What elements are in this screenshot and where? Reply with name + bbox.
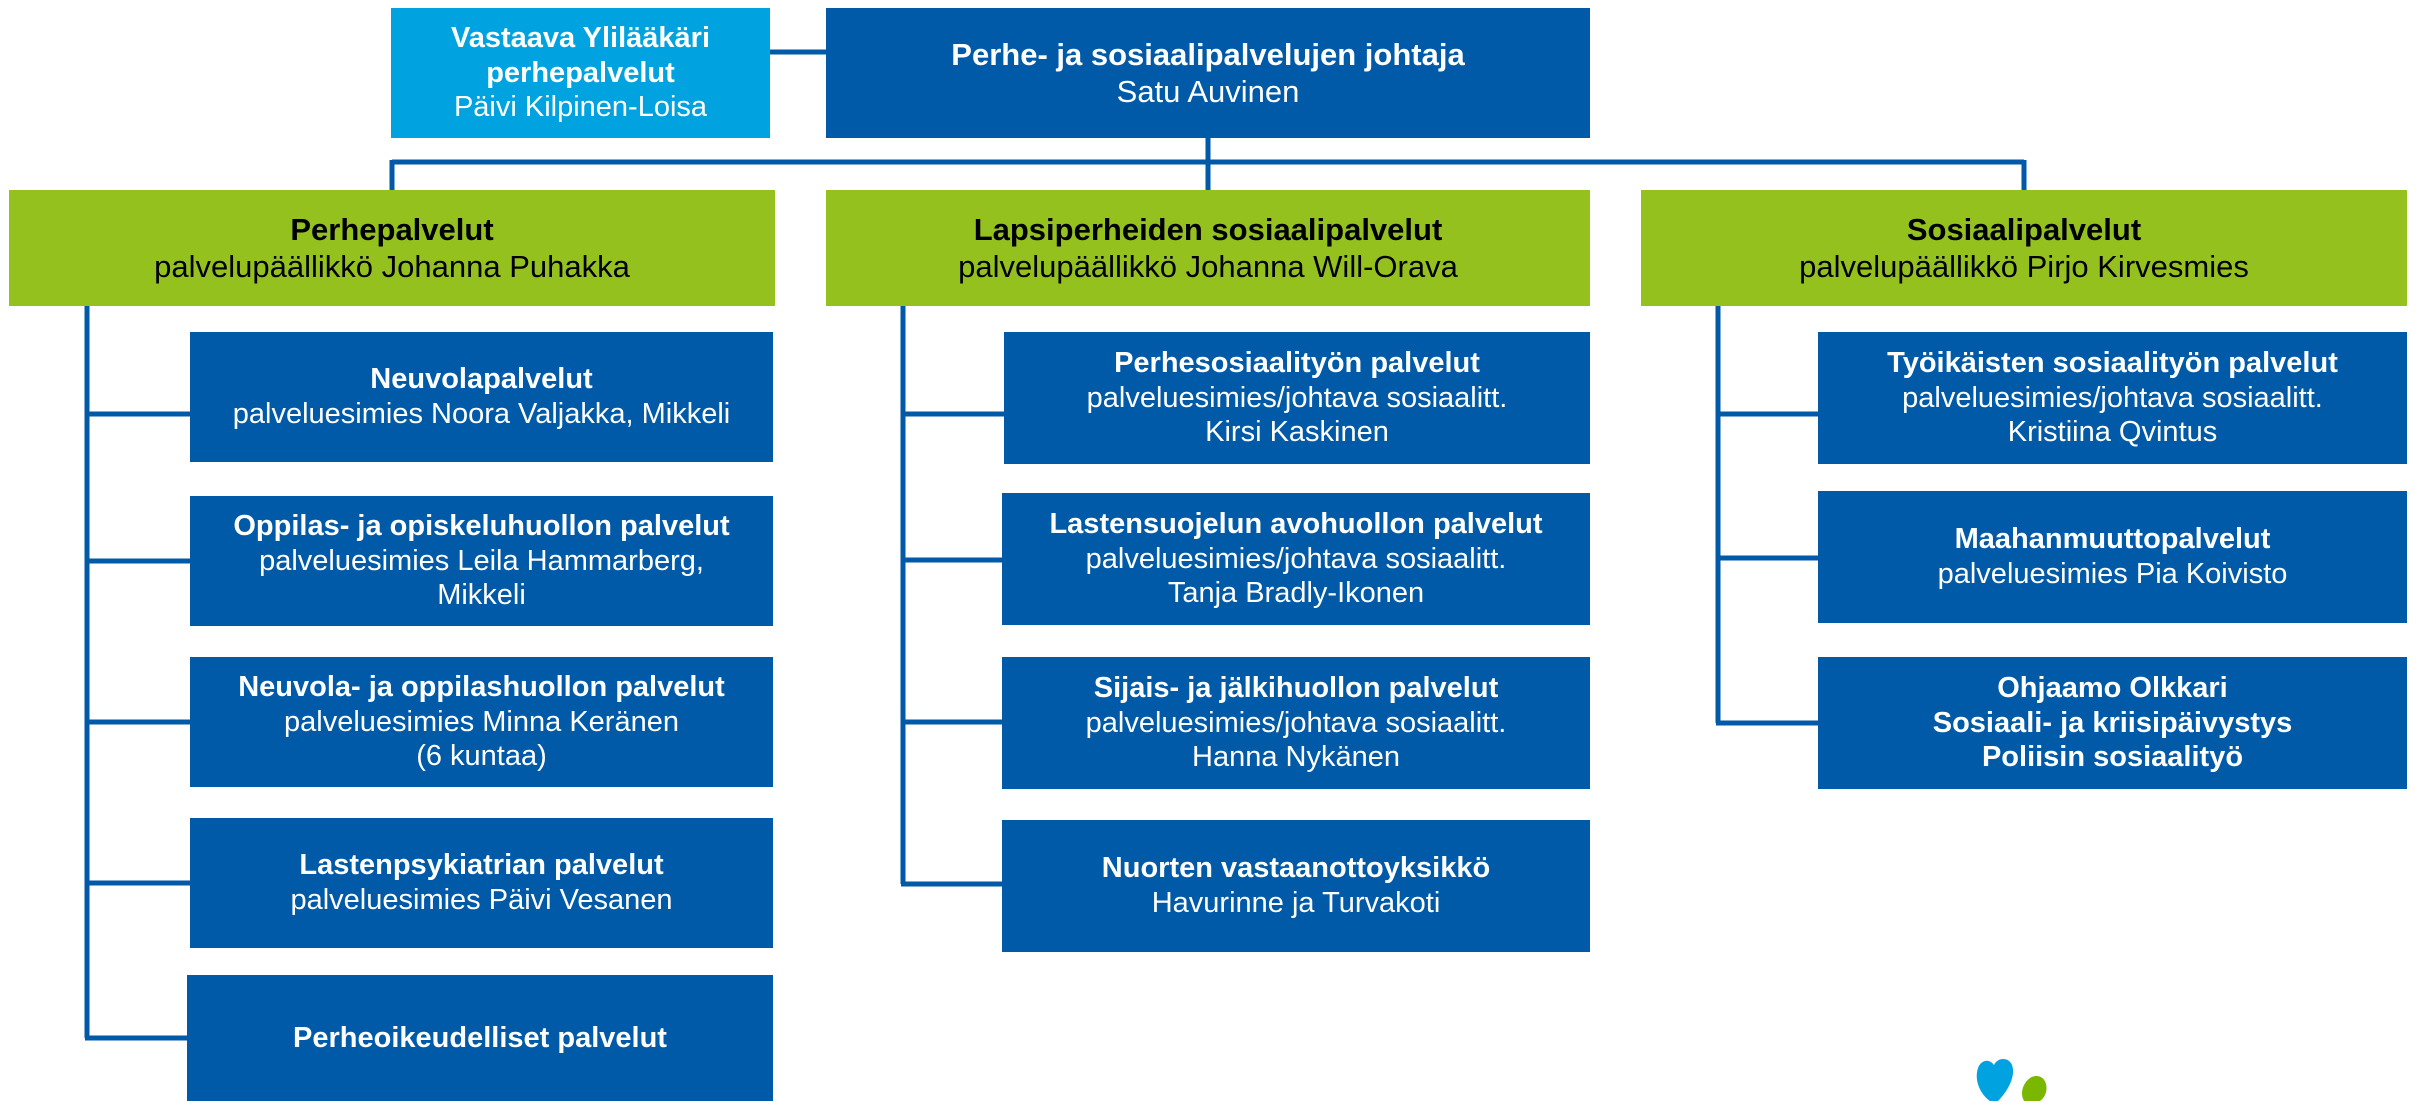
column-manager: palvelupäällikkö Johanna Will-Orava <box>958 249 1458 284</box>
unit-line2: Tanja Bradly-Ikonen <box>1167 577 1425 610</box>
unit-sijais-jalkihuolto: Sijais- ja jälkihuollon palvelut palvelu… <box>1002 657 1590 789</box>
unit-title: Nuorten vastaanottoyksikkö <box>1101 852 1491 885</box>
unit-nuorten-vastaanottoyksikko: Nuorten vastaanottoyksikkö Havurinne ja … <box>1002 820 1590 952</box>
unit-line1: palveluesimies Minna Keränen <box>284 705 679 738</box>
column-title: Lapsiperheiden sosiaalipalvelut <box>973 211 1443 247</box>
unit-tyoikaisten-sosiaalityo: Työikäisten sosiaalityön palvelut palvel… <box>1818 332 2407 464</box>
unit-line2: Kristiina Qvintus <box>2007 416 2218 449</box>
unit-ohjaamo-olkkari: Ohjaamo Olkkari Sosiaali- ja kriisipäivy… <box>1818 657 2407 789</box>
unit-line1: Sosiaali- ja kriisipäivystys <box>1932 706 2293 739</box>
unit-line1: palveluesimies/johtava sosiaalitt. <box>1086 381 1508 414</box>
unit-line1: palveluesimies/johtava sosiaalitt. <box>1085 706 1507 739</box>
column-manager: palvelupäällikkö Johanna Puhakka <box>154 249 630 284</box>
unit-line1: Havurinne ja Turvakoti <box>1151 887 1441 919</box>
unit-maahanmuuttopalvelut: Maahanmuuttopalvelut palveluesimies Pia … <box>1818 491 2407 623</box>
column-title: Sosiaalipalvelut <box>1906 211 2142 247</box>
unit-title: Lastenpsykiatrian palvelut <box>299 849 664 882</box>
unit-line2: (6 kuntaa) <box>416 740 547 773</box>
unit-title: Maahanmuuttopalvelut <box>1954 523 2271 556</box>
unit-title: Perhesosiaalityön palvelut <box>1114 346 1480 379</box>
unit-neuvola-oppilashuolto: Neuvola- ja oppilashuollon palvelut palv… <box>190 657 773 787</box>
unit-oppilas-opiskeluhuolto: Oppilas- ja opiskeluhuollon palvelut pal… <box>190 496 773 626</box>
column-title: Perhepalvelut <box>290 211 494 247</box>
unit-line2: Mikkeli <box>437 579 526 612</box>
column-header-sosiaalipalvelut: Sosiaalipalvelut palvelupäällikkö Pirjo … <box>1641 190 2407 306</box>
unit-title: Neuvola- ja oppilashuollon palvelut <box>238 670 725 703</box>
unit-title: Oppilas- ja opiskeluhuollon palvelut <box>233 509 730 542</box>
organization-logo <box>1976 1058 2047 1101</box>
unit-line1: palveluesimies Päivi Vesanen <box>290 884 673 916</box>
unit-neuvolapalvelut: Neuvolapalvelut palveluesimies Noora Val… <box>190 332 773 462</box>
unit-title: Lastensuojelun avohuollon palvelut <box>1049 507 1543 540</box>
chief-physician-subtitle: perhepalvelut <box>486 56 675 89</box>
chief-physician-name: Päivi Kilpinen-Loisa <box>453 91 708 124</box>
unit-line2: Kirsi Kaskinen <box>1205 416 1389 449</box>
unit-lastensuojelu-avohuolto: Lastensuojelun avohuollon palvelut palve… <box>1002 493 1590 625</box>
unit-title: Ohjaamo Olkkari <box>1997 671 2228 704</box>
unit-title: Neuvolapalvelut <box>370 363 593 396</box>
unit-line1: palveluesimies Noora Valjakka, Mikkeli <box>232 398 731 430</box>
director-name: Satu Auvinen <box>1116 74 1300 109</box>
director-box: Perhe- ja sosiaalipalvelujen johtaja Sat… <box>826 8 1590 138</box>
unit-title: Työikäisten sosiaalityön palvelut <box>1887 346 2338 379</box>
unit-line2: Poliisin sosiaalityö <box>1981 741 2244 774</box>
chief-physician-title: Vastaava Ylilääkäri <box>450 21 711 54</box>
unit-line1: palveluesimies/johtava sosiaalitt. <box>1902 381 2323 414</box>
unit-line1: palveluesimies Pia Koivisto <box>1937 558 2288 590</box>
unit-perhesosiaalityo: Perhesosiaalityön palvelut palveluesimie… <box>1004 332 1590 464</box>
column-header-lapsiperheiden: Lapsiperheiden sosiaalipalvelut palvelup… <box>826 190 1590 306</box>
unit-line2: Hanna Nykänen <box>1192 741 1400 774</box>
chief-physician-box: Vastaava Ylilääkäri perhepalvelut Päivi … <box>391 8 770 138</box>
director-title: Perhe- ja sosiaalipalvelujen johtaja <box>951 36 1465 72</box>
column-header-perhepalvelut: Perhepalvelut palvelupäällikkö Johanna P… <box>9 190 775 306</box>
unit-title: Sijais- ja jälkihuollon palvelut <box>1093 671 1499 704</box>
column-manager: palvelupäällikkö Pirjo Kirvesmies <box>1799 249 2249 284</box>
unit-line1: palveluesimies Leila Hammarberg, <box>259 544 704 577</box>
unit-lastenpsykiatria: Lastenpsykiatrian palvelut palveluesimie… <box>190 818 773 948</box>
unit-line1: palveluesimies/johtava sosiaalitt. <box>1085 542 1507 575</box>
unit-title: Perheoikeudelliset palvelut <box>293 1021 667 1054</box>
unit-perheoikeudelliset: Perheoikeudelliset palvelut <box>187 975 773 1101</box>
